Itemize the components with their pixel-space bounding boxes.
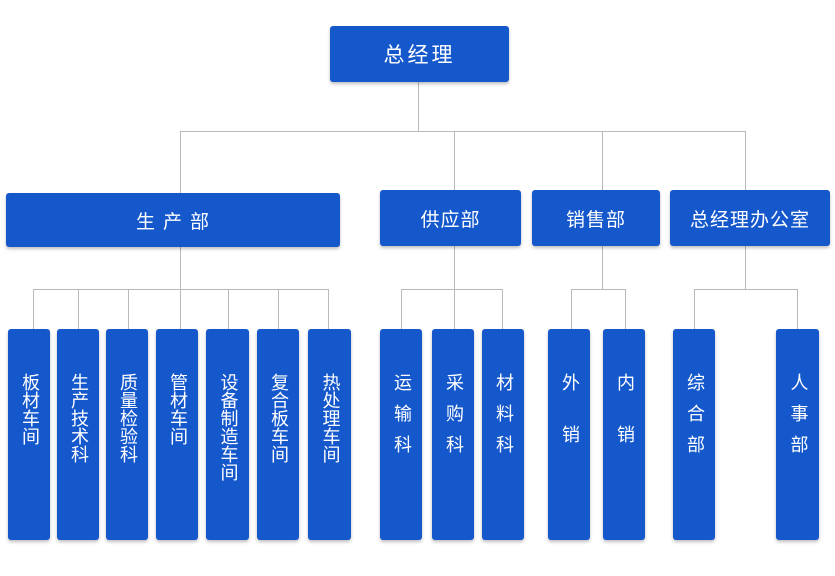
unit-transport: 运输科: [380, 329, 422, 540]
node-label: 生产技术科: [68, 373, 89, 463]
connector-supply-bus: [401, 289, 502, 290]
connector-u5: [278, 289, 279, 330]
connector-to-office: [745, 131, 746, 190]
unit-heat-treatment: 热处理车间: [308, 329, 351, 540]
connector-root-down: [418, 80, 419, 132]
node-label: 管材车间: [167, 373, 188, 445]
connector-u7: [401, 289, 402, 330]
connector-sales-bus: [571, 289, 626, 290]
node-general-manager: 总经理: [330, 26, 509, 82]
connector-u0: [33, 289, 34, 330]
dept-production: 生 产 部: [6, 193, 340, 247]
connector-u9: [502, 289, 503, 330]
node-label: 板材车间: [19, 373, 40, 445]
connector-u3: [180, 289, 181, 330]
dept-gm-office: 总经理办公室: [670, 190, 830, 246]
dept-supply: 供应部: [380, 190, 521, 246]
unit-export-sales: 外销: [548, 329, 590, 540]
unit-production-tech: 生产技术科: [57, 329, 99, 540]
connector-to-production: [180, 131, 181, 194]
connector-sales-down: [602, 246, 603, 290]
unit-purchasing: 采购科: [432, 329, 474, 540]
connector-office-down: [745, 246, 746, 290]
connector-supply-down: [454, 246, 455, 290]
unit-equipment-workshop: 设备制造车间: [206, 329, 249, 540]
connector-u6: [328, 289, 329, 330]
connector-u2: [128, 289, 129, 330]
connector-top-bus: [180, 131, 745, 132]
node-label: 热处理车间: [319, 373, 341, 463]
unit-composite-workshop: 复合板车间: [257, 329, 299, 540]
connector-u1: [78, 289, 79, 330]
node-label: 生 产 部: [135, 210, 211, 233]
node-label: 销售部: [565, 208, 626, 231]
connector-u8: [454, 289, 455, 330]
node-label: 供应部: [420, 208, 481, 231]
node-label: 采购科: [443, 373, 464, 466]
node-label: 内销: [614, 373, 635, 477]
connector-to-sales: [602, 131, 603, 190]
connector-to-supply: [454, 131, 455, 190]
node-label: 材料科: [493, 373, 514, 466]
connector-u13: [797, 289, 798, 330]
unit-materials: 材料科: [482, 329, 524, 540]
node-label: 外销: [559, 373, 580, 477]
unit-quality-inspection: 质量检验科: [106, 329, 148, 540]
node-label: 设备制造车间: [217, 373, 239, 481]
unit-pipe-workshop: 管材车间: [156, 329, 198, 540]
dept-sales: 销售部: [532, 190, 660, 246]
node-label: 综合部: [684, 373, 705, 466]
unit-general-affairs: 综合部: [673, 329, 715, 540]
connector-u11: [625, 289, 626, 330]
node-label: 总经理办公室: [689, 208, 810, 231]
connector-production-bus: [33, 289, 329, 290]
node-label: 复合板车间: [268, 373, 289, 463]
unit-sheet-workshop: 板材车间: [8, 329, 50, 540]
node-label: 人事部: [787, 373, 809, 466]
node-label: 质量检验科: [117, 373, 138, 463]
connector-u10: [571, 289, 572, 330]
connector-office-bus: [694, 289, 798, 290]
connector-production-down: [180, 246, 181, 290]
unit-human-resources: 人事部: [776, 329, 819, 540]
unit-domestic-sales: 内销: [603, 329, 645, 540]
node-label: 总经理: [383, 43, 456, 67]
connector-u4: [228, 289, 229, 330]
node-label: 运输科: [391, 373, 412, 466]
connector-u12: [694, 289, 695, 330]
